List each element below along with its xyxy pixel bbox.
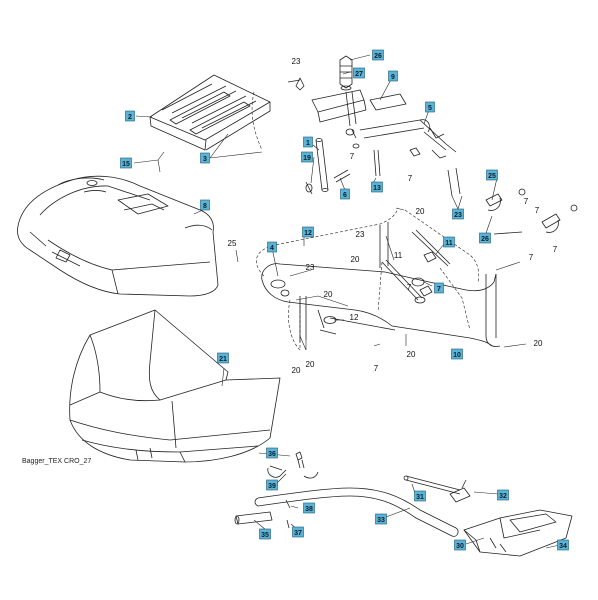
part-number-23: 23 [356, 230, 365, 239]
spring-clips [485, 188, 578, 235]
callout-31: 31 [414, 490, 426, 502]
callout-37: 37 [292, 526, 304, 538]
callout-text: 10 [453, 352, 461, 359]
collector-bag [69, 309, 281, 463]
upper-linkage [287, 55, 461, 197]
callout-35: 35 [259, 528, 271, 540]
callout-32: 32 [497, 489, 509, 501]
callout-text: 21 [219, 356, 227, 363]
frame-assembly [261, 222, 501, 347]
part-number-7: 7 [350, 152, 355, 161]
grille-cover [149, 74, 271, 151]
callout-38: 38 [303, 502, 315, 514]
part-number-23: 23 [306, 263, 315, 272]
callout-30: 30 [454, 539, 466, 551]
collector-hood [17, 175, 219, 297]
callout-text: 36 [268, 451, 276, 458]
callout-36: 36 [266, 447, 278, 459]
callout-21: 21 [217, 352, 229, 364]
callout-26: 26 [372, 49, 384, 61]
callout-text: 23 [454, 212, 462, 219]
handle-bar [234, 475, 461, 537]
callout-text: 34 [559, 543, 567, 550]
callout-text: 37 [294, 530, 302, 537]
callout-39: 39 [266, 479, 278, 491]
callout-23: 23 [452, 208, 464, 220]
part-number-7: 7 [529, 253, 534, 262]
leader-lines [133, 54, 561, 549]
callout-4: 4 [267, 241, 277, 253]
callout-12: 12 [302, 226, 314, 238]
callout-27: 27 [353, 67, 365, 79]
callout-text: 15 [122, 161, 130, 168]
callout-text: 9 [391, 74, 395, 81]
part-number-20: 20 [416, 207, 425, 216]
callout-text: 7 [437, 286, 441, 293]
callout-11: 11 [443, 236, 455, 248]
callout-text: 12 [304, 230, 312, 237]
part-number-20: 20 [306, 360, 315, 369]
parts-artwork [17, 54, 578, 557]
callout-34: 34 [557, 539, 569, 551]
callout-text: 25 [488, 173, 496, 180]
callout-2: 2 [125, 110, 135, 122]
part-number-25: 25 [228, 239, 237, 248]
small-fasteners [267, 451, 319, 529]
callout-text: 11 [445, 240, 453, 247]
callout-text: 39 [268, 483, 276, 490]
part-number-20: 20 [407, 350, 416, 359]
callout-26: 26 [479, 232, 491, 244]
callout-text: 1 [306, 140, 310, 147]
part-number-20: 20 [351, 255, 360, 264]
part-number-7: 7 [535, 206, 540, 215]
part-number-12: 12 [350, 313, 359, 322]
callout-text: 26 [481, 236, 489, 243]
callout-text: 2 [128, 114, 132, 121]
lever-bracket [449, 479, 573, 557]
callout-25: 25 [486, 169, 498, 181]
part-number-23: 23 [292, 57, 301, 66]
callout-9: 9 [388, 70, 398, 82]
part-number-7: 7 [408, 174, 413, 183]
callout-15: 15 [120, 157, 132, 169]
part-number-20: 20 [534, 339, 543, 348]
callout-text: 3 [203, 156, 207, 163]
callout-text: 27 [355, 71, 363, 78]
callout-text: 4 [270, 245, 274, 252]
callout-6: 6 [340, 188, 350, 200]
callout-labels: 2 15 3 26 27 9 5 1 19 6 13 8 25 26 23 12 11 4 7 10 21 36 39 38 3… [120, 49, 569, 551]
callout-text: 38 [305, 506, 313, 513]
part-number-20: 20 [324, 290, 333, 299]
callout-text: 33 [377, 517, 385, 524]
callout-13: 13 [371, 181, 383, 193]
callout-33: 33 [375, 513, 387, 525]
callout-text: 5 [428, 105, 432, 112]
callout-text: 19 [303, 155, 311, 162]
callout-7: 7 [434, 282, 444, 294]
callout-8: 8 [200, 199, 210, 211]
callout-text: 8 [203, 203, 207, 210]
callout-10: 10 [451, 348, 463, 360]
callout-19: 19 [301, 151, 313, 163]
diagram-caption: Bagger_TEX CRO_27 [22, 458, 91, 465]
callout-3: 3 [200, 152, 210, 164]
callout-text: 13 [373, 185, 381, 192]
part-number-7: 7 [524, 197, 529, 206]
callout-text: 26 [374, 53, 382, 60]
callout-text: 31 [416, 494, 424, 501]
part-number-11: 11 [394, 251, 403, 260]
callout-text: 32 [499, 493, 507, 500]
part-number-7: 7 [553, 245, 558, 254]
callout-5: 5 [425, 101, 435, 113]
callout-text: 6 [343, 192, 347, 199]
part-number-7: 7 [374, 364, 379, 373]
phantom-lines [251, 91, 480, 351]
part-number-20: 20 [292, 366, 301, 375]
callout-1: 1 [303, 136, 313, 148]
part-number-7: 7 [407, 283, 412, 292]
callout-text: 35 [261, 532, 269, 539]
callout-text: 30 [456, 543, 464, 550]
